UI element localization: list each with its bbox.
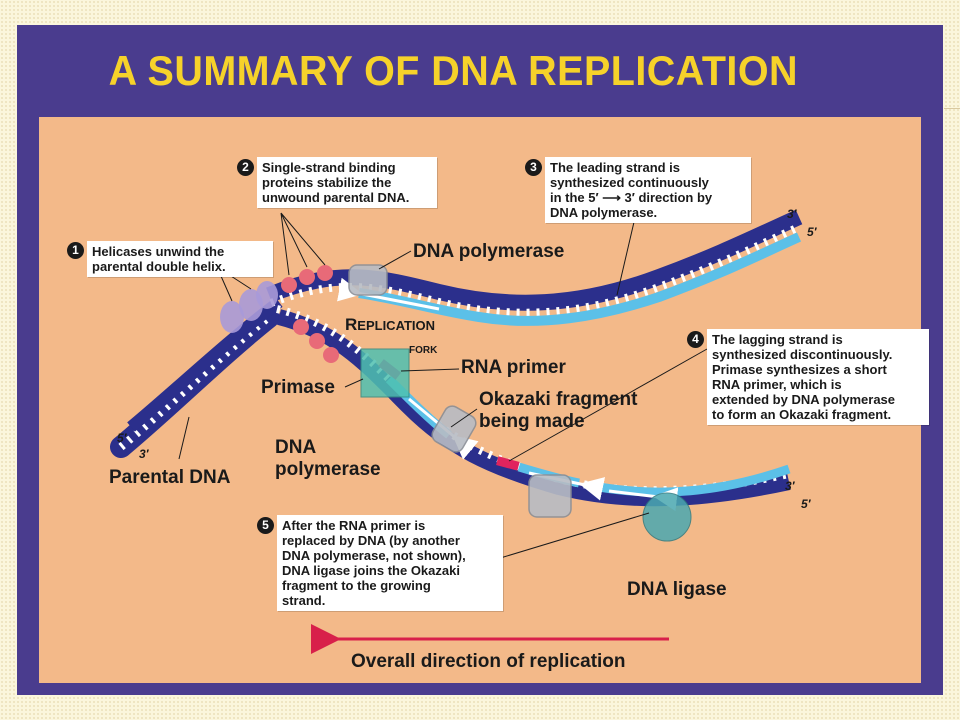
ssb-protein: [323, 347, 339, 363]
callout-line: in the 5′ ⟶ 3′ direction by: [550, 190, 713, 205]
dna-replication-diagram: [110, 209, 803, 654]
label-dna-ligase: DNA ligase: [627, 579, 727, 600]
callout-line: proteins stabilize the: [262, 175, 392, 190]
callout-line: to form an Okazaki fragment.: [712, 407, 892, 422]
step-number-4: 4: [687, 331, 704, 348]
callout-line: strand.: [282, 593, 326, 608]
ssb-protein: [317, 265, 333, 281]
helicase-protein: [256, 281, 278, 309]
ssb-protein: [309, 333, 325, 349]
ssb-protein: [299, 269, 315, 285]
leader-ligase: [496, 512, 650, 560]
strand-end-label: 5′: [807, 225, 817, 239]
callout-line: Helicases unwind the: [92, 244, 225, 259]
label-dna-polymerase-top: DNA polymerase: [413, 241, 565, 262]
callout-lagging-strand: The lagging strand is synthesized discon…: [707, 329, 929, 425]
label-okazaki-fragment-line1: Okazaki fragment: [479, 389, 638, 410]
leader-ssb: [280, 212, 326, 276]
callout-line: unwound parental DNA.: [262, 190, 410, 205]
step-number-1: 1: [67, 242, 84, 259]
callout-line: The leading strand is: [550, 160, 681, 175]
callout-line: The lagging strand is: [712, 332, 843, 347]
label-fork: FORK: [409, 345, 438, 356]
strand-end-label: 3′: [787, 207, 797, 221]
ssb-protein: [293, 319, 309, 335]
leader-primase: [344, 378, 364, 388]
step-number-3: 3: [525, 159, 542, 176]
strand-end-label: 3′: [785, 479, 795, 493]
leader-polymerase-top: [378, 250, 412, 270]
callout-line: fragment to the growing: [282, 578, 431, 593]
decorative-line: [944, 108, 960, 109]
callout-line: DNA polymerase, not shown),: [282, 548, 466, 563]
leader-leading: [616, 221, 635, 296]
callout-line: parental double helix.: [92, 259, 226, 274]
dna-polymerase-middle: [528, 474, 572, 518]
primase-protein: [360, 348, 410, 398]
callout-line: synthesized continuously: [550, 175, 709, 190]
okazaki-fragment-far: [598, 464, 791, 497]
figure-frame: A SUMMARY OF DNA REPLICATION: [17, 25, 943, 695]
rna-primer-middle: [496, 456, 520, 471]
lagging-template-rungs: [276, 305, 790, 495]
figure-title: A SUMMARY OF DNA REPLICATION: [108, 47, 799, 94]
callout-line: extended by DNA polymerase: [712, 392, 896, 407]
label-overall-direction: Overall direction of replication: [351, 651, 626, 672]
replication-initial: R: [345, 315, 358, 334]
okazaki-arrow-3: [608, 487, 679, 512]
parental-strand-upper-left: [127, 297, 283, 432]
leader-lagging: [508, 348, 708, 462]
callout-line: Single-strand binding: [262, 160, 396, 175]
leader-parental: [178, 416, 190, 460]
strand-end-label: 3′: [139, 447, 149, 461]
label-replication-fork: REPLICATION: [345, 315, 435, 335]
leader-rna-primer: [400, 368, 460, 372]
lagging-template-strand: [276, 309, 791, 507]
callout-line: Primase synthesizes a short: [712, 362, 887, 377]
callout-line: DNA ligase joins the Okazaki: [282, 563, 460, 578]
callout-dna-ligase: After the RNA primer is replaced by DNA …: [277, 515, 503, 611]
step-number-2: 2: [237, 159, 254, 176]
callout-ssb-proteins: Single-strand binding proteins stabilize…: [257, 157, 437, 208]
callout-line: DNA polymerase.: [550, 205, 658, 220]
callout-line: RNA primer, which is: [712, 377, 842, 392]
helicase-protein: [220, 301, 244, 333]
callout-line: After the RNA primer is: [282, 518, 426, 533]
ssb-protein: [281, 277, 297, 293]
label-dna-polymerase-bottom-line1: DNA: [275, 437, 317, 458]
label-parental-dna: Parental DNA: [109, 467, 231, 488]
diagram-panel: 3′ 5′ 3′ 5′ 5′ 3′ 1 Helicases unwind the…: [39, 117, 929, 683]
callout-leading-strand: The leading strand is synthesized contin…: [545, 157, 751, 223]
replication-rest: EPLICATION: [357, 318, 436, 333]
dna-ligase-protein: [642, 492, 692, 542]
strand-end-label: 5′: [117, 431, 127, 445]
leader-okazaki: [450, 408, 478, 428]
label-dna-polymerase-bottom-line2: polymerase: [275, 459, 381, 480]
dna-polymerase-leading: [348, 264, 388, 296]
label-rna-primer: RNA primer: [461, 357, 566, 378]
callout-line: synthesized discontinuously.: [712, 347, 893, 362]
strand-end-label: 5′: [801, 497, 811, 511]
callout-line: replaced by DNA (by another: [282, 533, 460, 548]
step-number-5: 5: [257, 517, 274, 534]
callout-helicases: Helicases unwind the parental double hel…: [87, 241, 273, 277]
label-primase: Primase: [261, 377, 335, 398]
label-okazaki-fragment-line2: being made: [479, 411, 585, 432]
parental-strand-lower-left: [110, 306, 280, 458]
